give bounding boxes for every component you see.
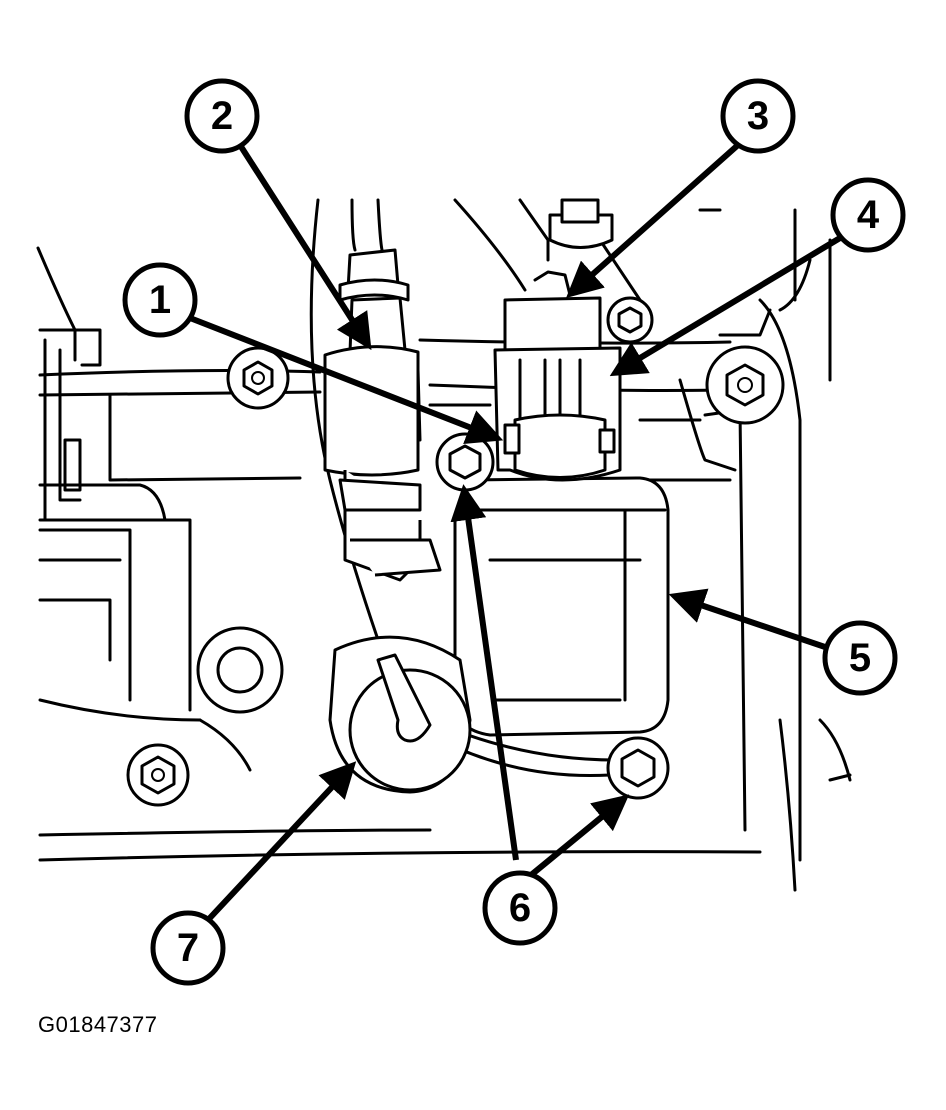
boss-round bbox=[196, 626, 284, 714]
bolt-right-upper bbox=[705, 345, 785, 425]
callout-2: 2 bbox=[184, 78, 260, 154]
callout-1: 1 bbox=[122, 262, 198, 338]
leader-6b bbox=[523, 794, 630, 883]
leader-3 bbox=[566, 142, 740, 298]
bolt-top-stud bbox=[548, 198, 614, 249]
callout-5-label: 5 bbox=[849, 636, 871, 680]
callout-1-label: 1 bbox=[149, 278, 171, 322]
bolt-top-center bbox=[606, 296, 654, 344]
callout-7: 7 bbox=[150, 910, 226, 986]
callout-6-label: 6 bbox=[509, 886, 531, 930]
electrical-connector bbox=[493, 270, 622, 482]
bolt-mount-lower bbox=[606, 736, 670, 800]
bolt-mount-upper bbox=[435, 432, 495, 492]
callout-3: 3 bbox=[720, 78, 796, 154]
leader-6a bbox=[450, 484, 519, 861]
bolt-left-upper bbox=[226, 346, 290, 410]
callout-6: 6 bbox=[482, 870, 558, 946]
leader-4 bbox=[609, 235, 842, 377]
leader-2 bbox=[237, 143, 372, 351]
callout-3-label: 3 bbox=[747, 94, 769, 138]
bolt-left-lower bbox=[126, 743, 190, 807]
callout-4-label: 4 bbox=[857, 193, 880, 237]
callout-2-label: 2 bbox=[211, 94, 233, 138]
shaft-lever bbox=[328, 635, 472, 794]
callout-7-label: 7 bbox=[177, 926, 199, 970]
leader-1 bbox=[188, 315, 504, 445]
leader-5 bbox=[668, 588, 829, 651]
leader-7 bbox=[205, 761, 357, 923]
callout-4: 4 bbox=[830, 177, 906, 253]
leader-lines bbox=[188, 142, 842, 923]
callout-5: 5 bbox=[822, 620, 898, 696]
figure-id-label: G01847377 bbox=[38, 1012, 158, 1037]
